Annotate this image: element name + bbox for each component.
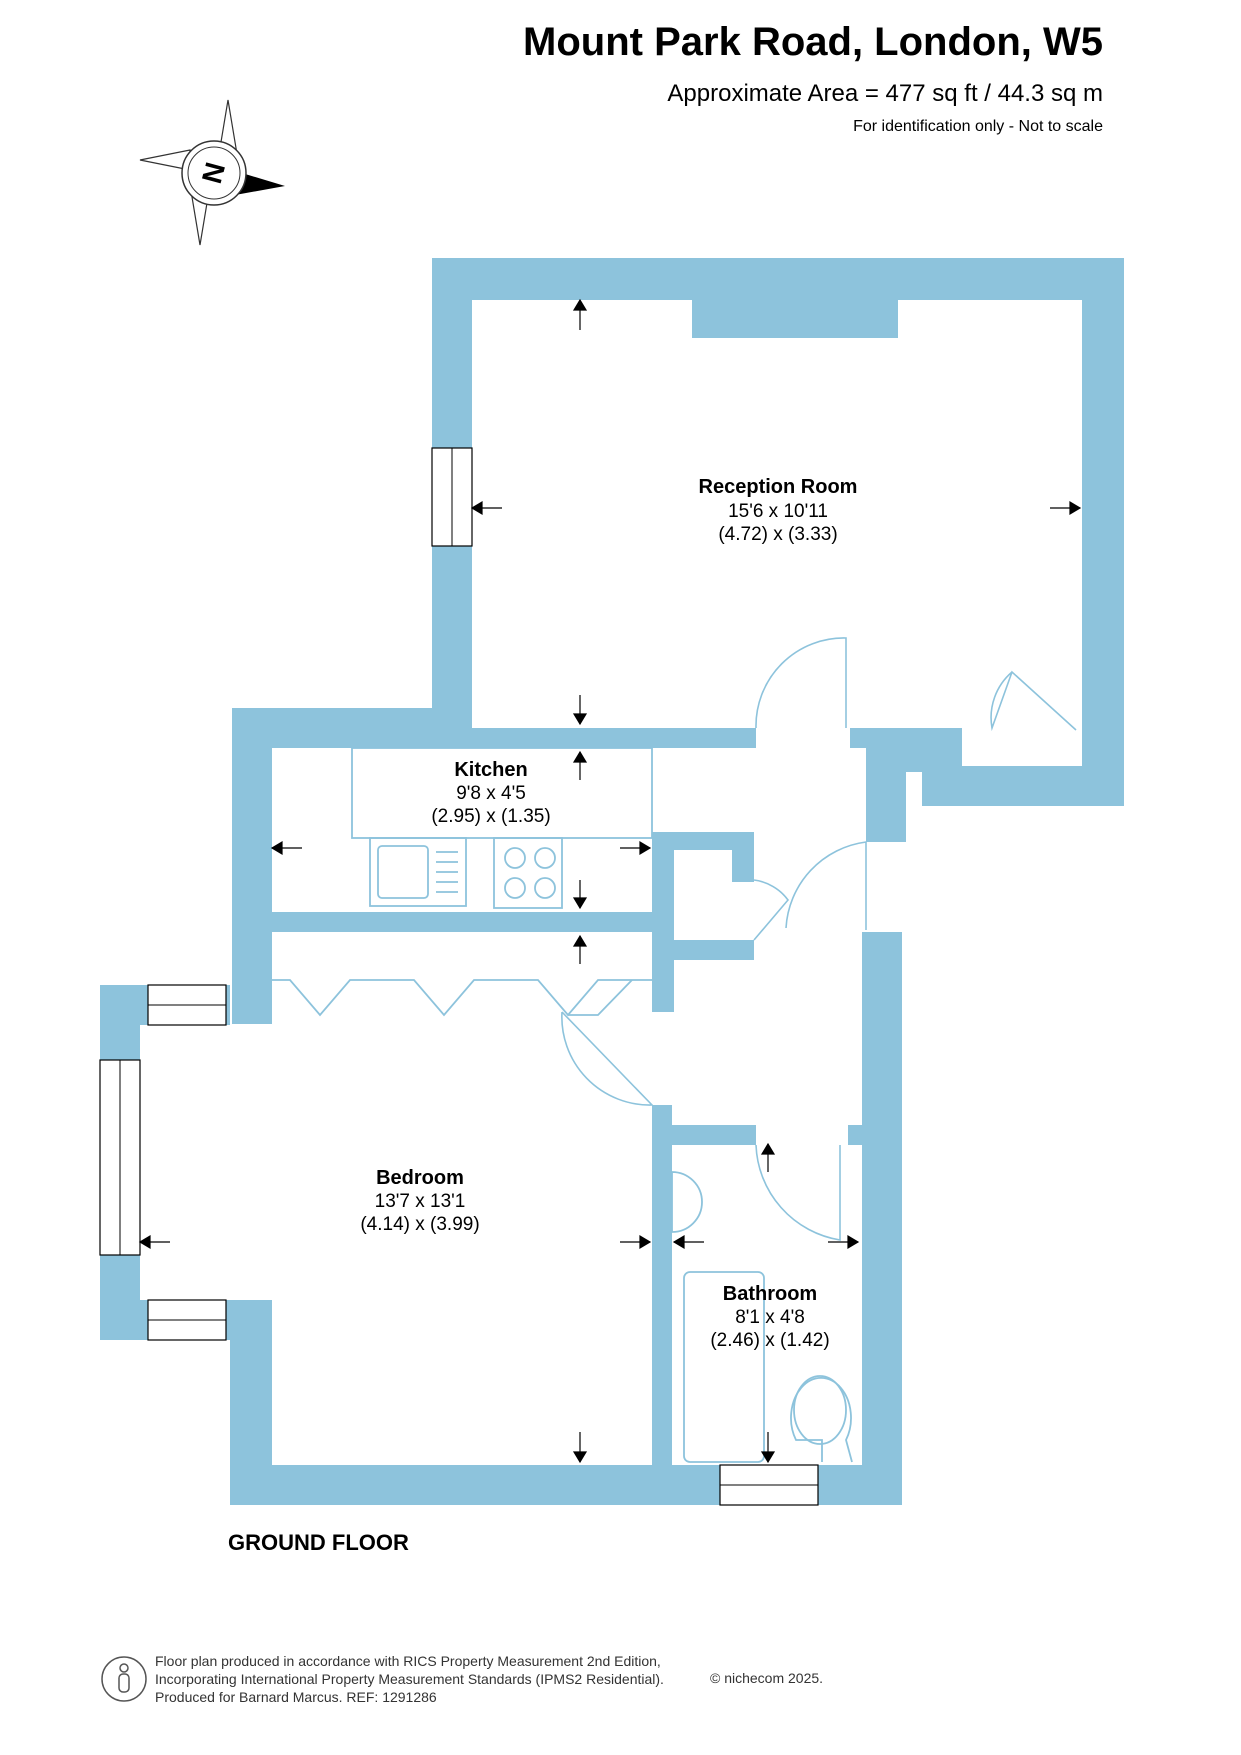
floor-label: GROUND FLOOR xyxy=(228,1530,409,1555)
compass-icon: N xyxy=(139,99,285,246)
room-dimensions-metric: (2.95) x (1.35) xyxy=(431,806,550,827)
room-name: Reception Room xyxy=(699,476,858,498)
footer-line-3: Produced for Barnard Marcus. REF: 129128… xyxy=(155,1689,437,1705)
bathroom-fittings xyxy=(671,1171,853,1463)
room-dimensions-imperial: 9'8 x 4'5 xyxy=(456,783,526,804)
room-label-bathroom: Bathroom 8'1 x 4'8 (2.46) x (1.42) xyxy=(710,1283,829,1351)
kitchen-fittings xyxy=(351,747,653,909)
footer-text: Floor plan produced in accordance with R… xyxy=(155,1652,664,1706)
room-label-kitchen: Kitchen 9'8 x 4'5 (2.95) x (1.35) xyxy=(431,759,550,827)
disclaimer-note: For identification only - Not to scale xyxy=(853,118,1103,135)
footer-line-1: Floor plan produced in accordance with R… xyxy=(155,1653,661,1669)
room-dimensions-metric: (4.72) x (3.33) xyxy=(718,524,837,545)
room-label-bedroom: Bedroom 13'7 x 13'1 (4.14) x (3.99) xyxy=(360,1167,479,1235)
person-icon xyxy=(101,1656,147,1702)
room-name: Bathroom xyxy=(723,1283,817,1305)
approximate-area: Approximate Area = 477 sq ft / 44.3 sq m xyxy=(667,80,1103,107)
room-dimensions-imperial: 15'6 x 10'11 xyxy=(728,501,828,522)
room-dimensions-imperial: 13'7 x 13'1 xyxy=(375,1191,466,1212)
wardrobe-doors xyxy=(272,979,652,1017)
dimension-arrows xyxy=(138,298,1082,1464)
walls xyxy=(100,258,1124,1505)
doors xyxy=(561,637,1077,1241)
page-title: Mount Park Road, London, W5 xyxy=(523,20,1103,64)
room-dimensions-imperial: 8'1 x 4'8 xyxy=(735,1307,805,1328)
room-label-reception: Reception Room 15'6 x 10'11 (4.72) x (3.… xyxy=(699,476,858,545)
room-name: Kitchen xyxy=(454,759,527,781)
windows xyxy=(99,447,819,1506)
footer-credit: © nichecom 2025. xyxy=(710,1670,824,1686)
room-dimensions-metric: (2.46) x (1.42) xyxy=(710,1330,829,1351)
room-dimensions-metric: (4.14) x (3.99) xyxy=(360,1214,479,1235)
footer-line-2: Incorporating International Property Mea… xyxy=(155,1671,664,1687)
room-name: Bedroom xyxy=(376,1167,464,1189)
